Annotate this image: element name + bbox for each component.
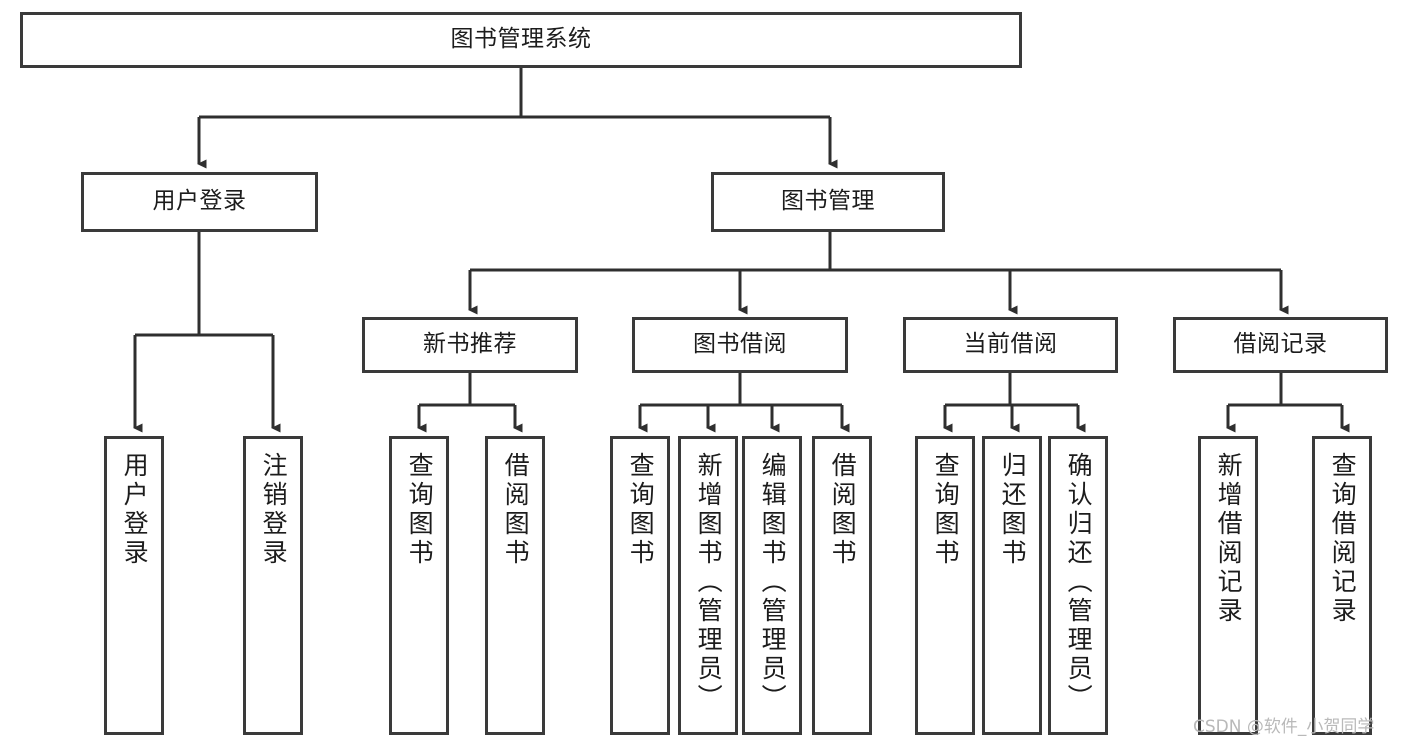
node-label: 借阅图书	[828, 452, 858, 568]
node-label: 确认归还（管理员）	[1064, 452, 1094, 713]
node-root-system[interactable]: 图书管理系统	[20, 12, 1022, 68]
node-book-borrow[interactable]: 图书借阅	[632, 317, 848, 373]
node-label: 新增图书（管理员）	[694, 452, 724, 713]
leaf-borrow-book-recommend[interactable]: 借阅图书	[485, 436, 545, 735]
node-user-login[interactable]: 用户登录	[81, 172, 318, 232]
node-label: 编辑图书（管理员）	[758, 452, 788, 713]
leaf-return-book[interactable]: 归还图书	[982, 436, 1042, 735]
node-label: 新书推荐	[423, 331, 517, 358]
node-current-borrow[interactable]: 当前借阅	[903, 317, 1118, 373]
node-label: 新增借阅记录	[1214, 452, 1244, 626]
node-label: 注销登录	[259, 452, 289, 568]
node-label: 查询借阅记录	[1328, 452, 1358, 626]
leaf-borrow-book[interactable]: 借阅图书	[812, 436, 872, 735]
node-book-management[interactable]: 图书管理	[711, 172, 945, 232]
leaf-query-book-recommend[interactable]: 查询图书	[389, 436, 449, 735]
node-label: 图书借阅	[693, 331, 787, 358]
node-label: 用户登录	[120, 452, 150, 568]
node-label: 借阅图书	[501, 452, 531, 568]
leaf-query-borrow-record[interactable]: 查询借阅记录	[1312, 436, 1372, 735]
node-borrow-records[interactable]: 借阅记录	[1173, 317, 1388, 373]
leaf-user-login[interactable]: 用户登录	[104, 436, 164, 735]
node-label: 图书管理系统	[450, 26, 592, 53]
leaf-edit-book-admin[interactable]: 编辑图书（管理员）	[742, 436, 802, 735]
leaf-add-borrow-record[interactable]: 新增借阅记录	[1198, 436, 1258, 735]
node-label: 借阅记录	[1233, 331, 1328, 358]
leaf-add-book-admin[interactable]: 新增图书（管理员）	[678, 436, 738, 735]
node-label: 用户登录	[152, 188, 247, 215]
node-label: 查询图书	[626, 452, 656, 568]
node-label: 查询图书	[405, 452, 435, 568]
node-label: 归还图书	[998, 452, 1028, 568]
leaf-confirm-return-admin[interactable]: 确认归还（管理员）	[1048, 436, 1108, 735]
leaf-user-logout[interactable]: 注销登录	[243, 436, 303, 735]
node-new-book-recommend[interactable]: 新书推荐	[362, 317, 578, 373]
node-label: 图书管理	[781, 188, 875, 215]
leaf-query-book-current[interactable]: 查询图书	[915, 436, 975, 735]
leaf-query-book-borrow[interactable]: 查询图书	[610, 436, 670, 735]
watermark: CSDN @软件_小贺同学	[1193, 717, 1375, 737]
node-label: 查询图书	[931, 452, 961, 568]
node-label: 当前借阅	[963, 331, 1058, 358]
